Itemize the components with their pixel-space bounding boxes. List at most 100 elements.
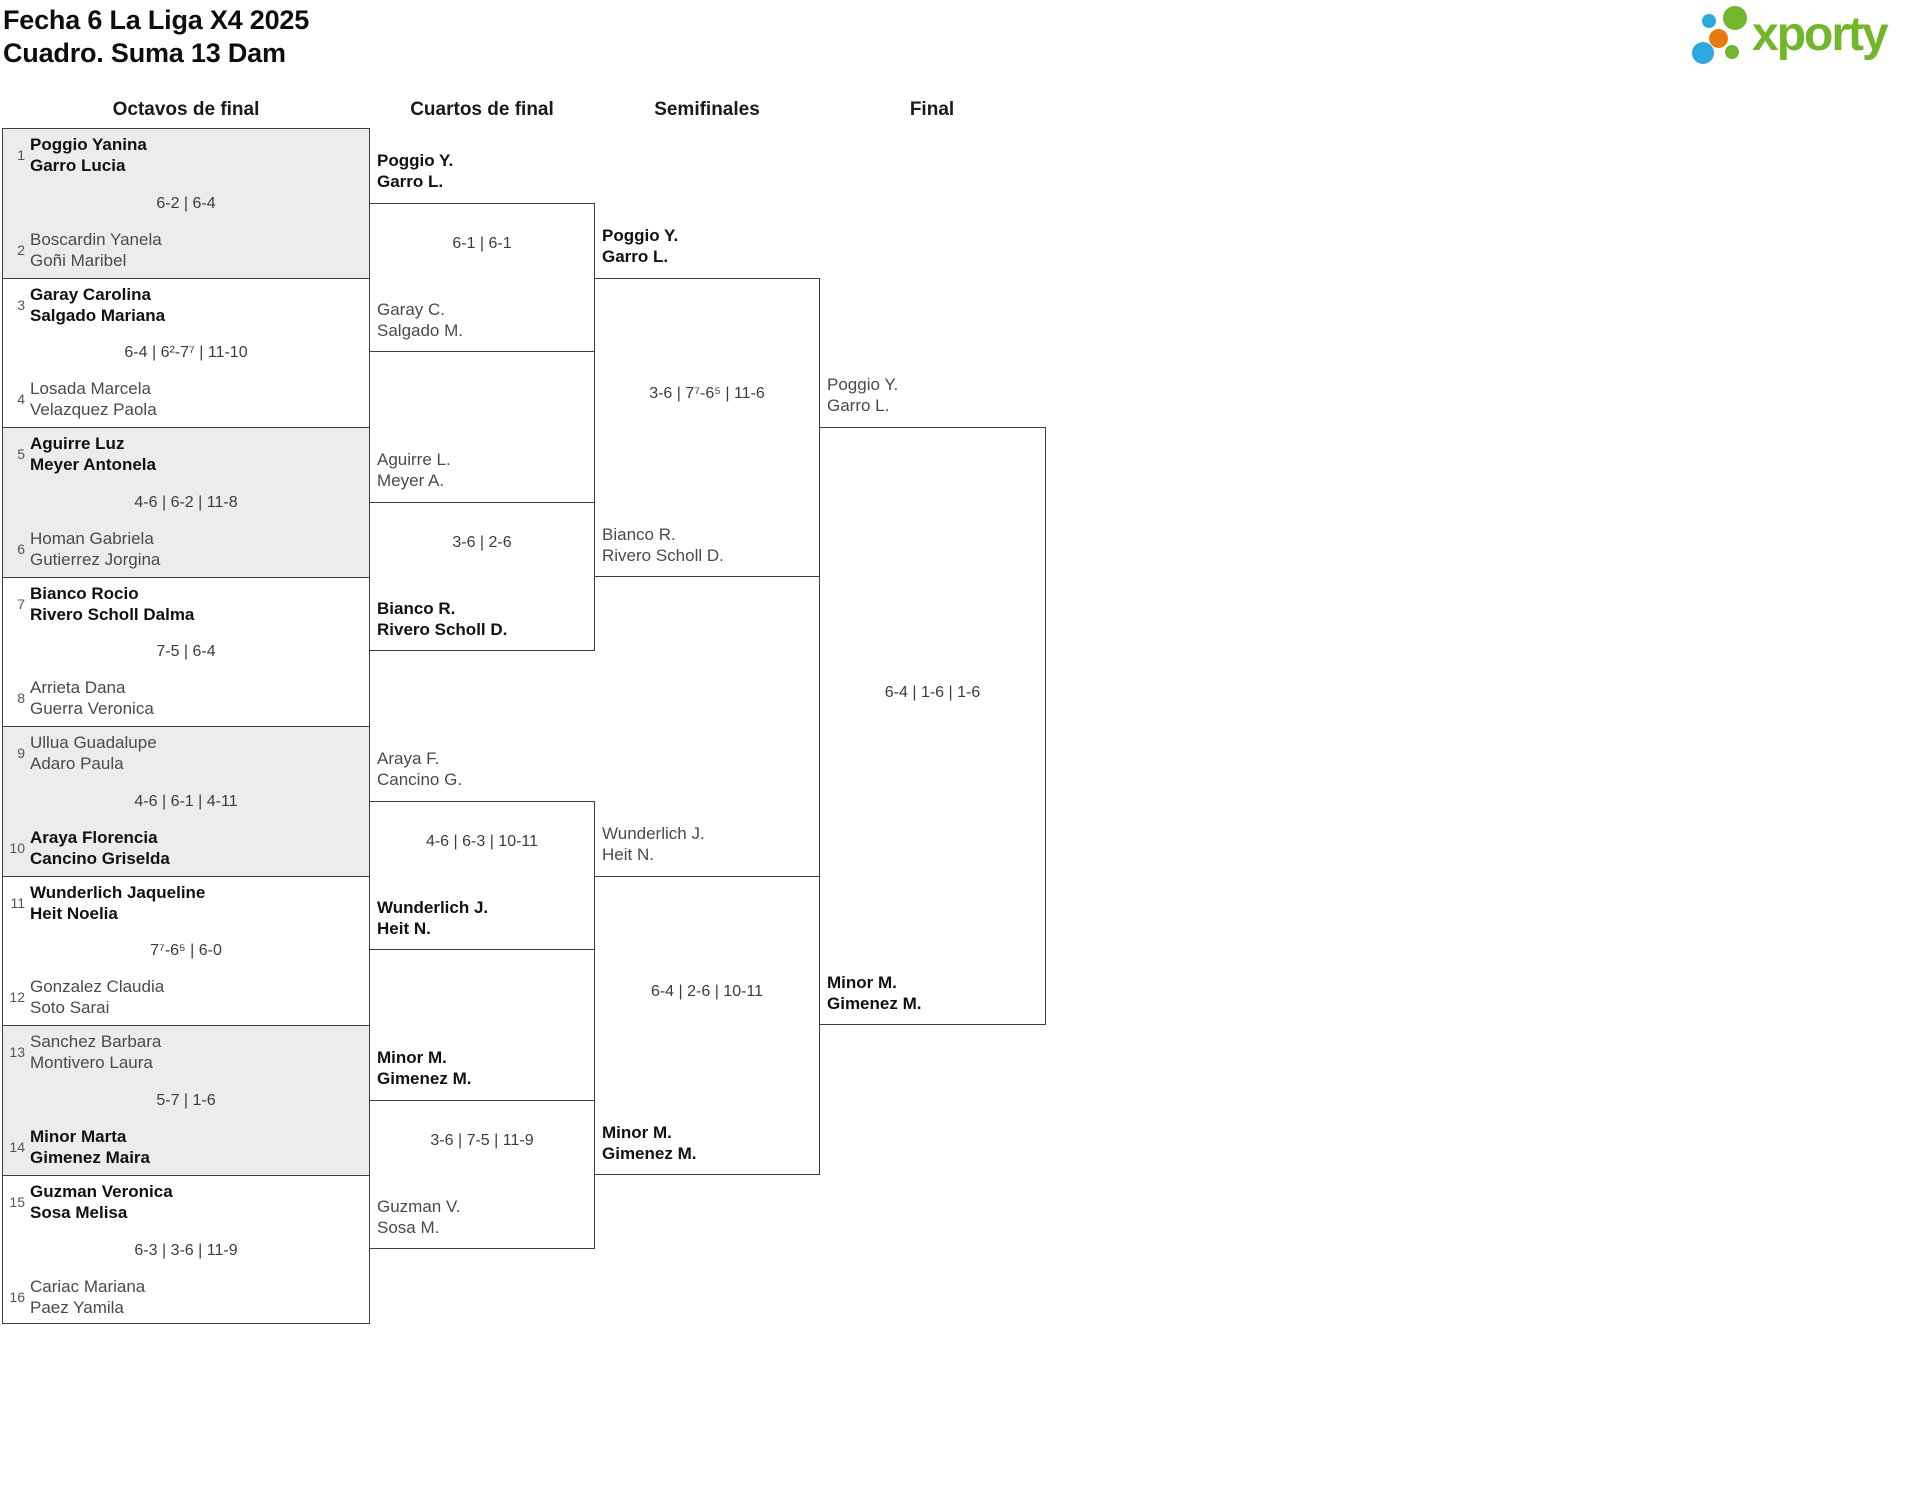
team-name-line: Losada Marcela	[30, 379, 151, 398]
team-name-line: Gimenez M.	[602, 1144, 697, 1163]
seed-number: 11	[10, 895, 25, 911]
team-row: 11 Wunderlich Jaqueline Heit Noelia	[3, 882, 363, 924]
team-name-line: Minor M.	[602, 1123, 672, 1142]
team-name-line: Salgado Mariana	[30, 306, 166, 325]
xporty-logo[interactable]: xporty	[1674, 2, 1914, 68]
logo-wordmark: xporty	[1752, 8, 1889, 61]
team-name-line: Sosa Melisa	[30, 1203, 128, 1222]
seed-number: 2	[17, 242, 25, 258]
logo-dot-icon	[1709, 29, 1728, 48]
seed-number: 5	[17, 446, 25, 462]
team-name-line: Ullua Guadalupe	[30, 733, 157, 752]
team-name-line: Guzman Veronica	[30, 1182, 173, 1201]
team-name-line: Garro L.	[827, 396, 890, 415]
sf1-score: 3-6 | 7⁷-6⁵ | 11-6	[649, 385, 765, 402]
team-name-line: Soto Sarai	[30, 998, 110, 1017]
team-name-line: Garro L.	[602, 247, 669, 266]
match-score: 7-5 | 6-4	[156, 643, 216, 660]
sf1-bottom-team: Bianco R.Rivero Scholl D.	[602, 524, 816, 566]
page-title-line1: Fecha 6 La Liga X4 2025	[3, 5, 310, 35]
r16-match-5: 9 Ullua Guadalupe Adaro Paula 4-6 | 6-1 …	[3, 727, 369, 877]
team-name-line: Garay C.	[377, 300, 446, 319]
team-name-line: Wunderlich J.	[377, 898, 489, 917]
qf4-bottom-team: Guzman V.Sosa M.	[377, 1196, 591, 1238]
r16-match-8: 15 Guzman Veronica Sosa Melisa 6-3 | 3-6…	[3, 1176, 369, 1325]
sf1-top-team: Poggio Y. Garro L.	[602, 225, 816, 267]
team-row: 3 Garay Carolina Salgado Mariana	[3, 284, 363, 326]
team-name-line: Sosa M.	[377, 1218, 440, 1237]
team-name-line: Gimenez M.	[827, 994, 922, 1013]
qf3-top-team: Araya F.Cancino G.	[377, 748, 591, 790]
team-name-line: Wunderlich Jaqueline	[30, 883, 206, 902]
team-name-line: Rivero Scholl D.	[377, 620, 508, 639]
team-name-line: Boscardin Yanela	[30, 230, 162, 249]
round-header-octavos: Octavos de final	[112, 99, 260, 120]
team-name-line: Heit Noelia	[30, 904, 118, 923]
qf-match-3-box	[369, 801, 595, 950]
team-name-line: Araya F.	[377, 749, 440, 768]
team-row: 10 Araya Florencia Cancino Griselda	[3, 827, 363, 869]
logo-dot-icon	[1702, 14, 1716, 28]
match-score: 6-2 | 6-4	[156, 194, 216, 212]
final-score: 6-4 | 1-6 | 1-6	[884, 684, 981, 701]
team-name-line: Arrieta Dana	[30, 678, 126, 697]
team-name-line: Guerra Veronica	[30, 699, 154, 718]
seed-number: 10	[9, 840, 25, 856]
seed-number: 8	[17, 690, 25, 706]
round-header-final: Final	[909, 99, 955, 120]
match-score: 5-7 | 1-6	[156, 1091, 216, 1109]
seed-number: 9	[17, 745, 25, 761]
qf2-score: 3-6 | 2-6	[452, 534, 512, 551]
seed-number: 14	[9, 1139, 25, 1155]
r16-match-4: 7 Bianco Rocio Rivero Scholl Dalma 7-5 |…	[3, 578, 369, 727]
team-name-line: Aguirre Luz	[30, 434, 125, 453]
logo-dot-icon	[1725, 45, 1739, 59]
match-score: 6-3 | 3-6 | 11-9	[134, 1241, 238, 1259]
qf4-score: 3-6 | 7-5 | 11-9	[430, 1132, 534, 1149]
seed-number: 3	[17, 297, 25, 313]
team-name-line: Wunderlich J.	[602, 824, 705, 843]
team-name-line: Gonzalez Claudia	[30, 977, 165, 996]
team-name-line: Bianco R.	[602, 525, 676, 544]
team-name-line: Heit N.	[602, 845, 654, 864]
seed-number: 6	[17, 541, 25, 557]
team-name-line: Cariac Mariana	[30, 1277, 146, 1296]
team-row: 4 Losada Marcela Velazquez Paola	[3, 378, 363, 420]
team-name-line: Araya Florencia	[30, 828, 158, 847]
team-row: 12 Gonzalez Claudia Soto Sarai	[3, 976, 363, 1018]
team-name-line: Poggio Y.	[377, 151, 454, 170]
sf2-score: 6-4 | 2-6 | 10-11	[650, 983, 764, 1000]
team-name-line: Garay Carolina	[30, 285, 151, 304]
sf2-bottom-team: Minor M. Gimenez M.	[602, 1122, 816, 1164]
seed-number: 4	[17, 391, 25, 407]
team-name-line: Bianco Rocio	[30, 584, 139, 603]
team-name-line: Poggio Y.	[827, 375, 899, 394]
team-name-line: Minor M.	[827, 973, 897, 992]
qf2-bottom-team: Bianco R. Rivero Scholl D.	[377, 598, 591, 640]
match-score: 6-4 | 6²-7⁷ | 11-10	[124, 344, 248, 361]
team-row: 6 Homan Gabriela Gutierrez Jorgina	[3, 528, 363, 570]
qf1-score: 6-1 | 6-1	[452, 235, 512, 252]
team-row: 14 Minor Marta Gimenez Maira	[3, 1126, 363, 1168]
team-name-line: Sanchez Barbara	[30, 1032, 162, 1051]
qf2-top-team: Aguirre L.Meyer A.	[377, 449, 591, 491]
qf1-top-team: Poggio Y.Garro L.	[377, 150, 591, 192]
team-name-line: Garro Lucia	[30, 156, 126, 175]
qf1-bottom-team: Garay C.Salgado M.	[377, 299, 591, 341]
team-row: 15 Guzman Veronica Sosa Melisa	[3, 1181, 363, 1223]
match-score: 4-6 | 6-2 | 11-8	[134, 493, 238, 511]
r16-match-7: 13 Sanchez Barbara Montivero Laura 5-7 |…	[3, 1026, 369, 1176]
r16-match-6: 11 Wunderlich Jaqueline Heit Noelia 7⁷-6…	[3, 877, 369, 1026]
team-name-line: Goñi Maribel	[30, 251, 127, 270]
team-name-line: Montivero Laura	[30, 1053, 153, 1072]
team-name-line: Velazquez Paola	[30, 400, 157, 419]
team-name-line: Gimenez M.	[377, 1069, 472, 1088]
team-name-line: Bianco R.	[377, 599, 456, 618]
final-bottom-team: Minor M. Gimenez M.	[827, 972, 1041, 1014]
team-name-line: Poggio Y.	[602, 226, 679, 245]
logo-dot-icon	[1723, 6, 1747, 30]
seed-number: 7	[17, 596, 25, 612]
sf-match-2-box	[594, 876, 820, 1175]
r16-match-1: 1 Poggio Yanina Garro Lucia 6-2 | 6-4 2 …	[3, 129, 369, 279]
seed-number: 15	[9, 1194, 25, 1210]
